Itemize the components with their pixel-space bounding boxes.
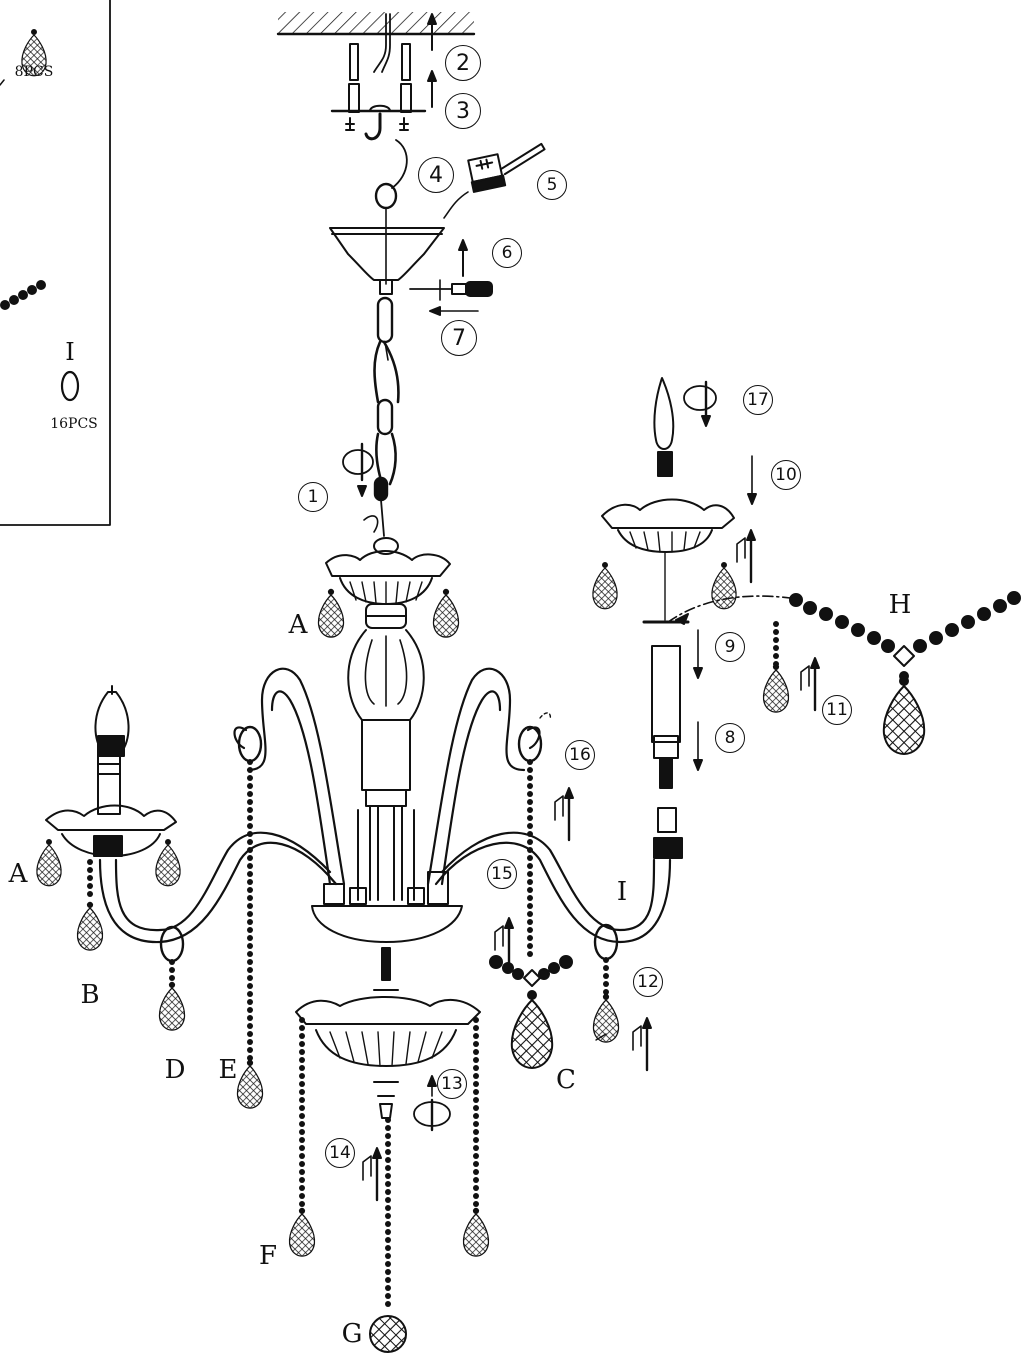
drop-i [592,993,620,1043]
ring-connector-icon [60,370,80,402]
label-c: C [556,1065,576,1095]
crown-bowl [325,537,451,629]
rotate-arrow-icon [342,442,374,497]
step-1: 1 [298,482,328,512]
label-g: G [341,1319,363,1349]
garland-h [789,591,1021,681]
label-a-left: A [8,859,28,889]
arms [98,667,672,944]
step-14: 14 [325,1138,355,1168]
bead-string-f [299,1017,305,1207]
step-17: 17 [743,385,773,415]
label-a-top: A [288,610,308,640]
step-2: 2 [445,45,481,81]
label-f: F [258,1241,278,1271]
bead-string-h [773,621,779,667]
drop-b [76,901,104,951]
lower-bowl [295,905,481,1119]
drop-f2 [462,1207,490,1257]
rotate-arrow-icon-17 [683,380,717,427]
step-16: 16 [565,740,595,770]
ceiling-hook [364,112,382,141]
step-5: 5 [537,170,567,200]
parts-panel [0,0,111,526]
drop-d [158,981,186,1031]
parts-quantity-16pcs: 16PCS [50,416,98,432]
drop-e [236,1059,264,1109]
bead-chain-icon [0,280,46,310]
step-12: 12 [633,967,663,997]
right-candle [601,377,791,859]
step-10: 10 [771,460,801,490]
rotate-arrow-icon-13 [413,1098,451,1132]
drop-h-small [762,663,790,713]
label-h: H [888,590,912,620]
ceiling [276,12,476,73]
garland-c [489,955,573,987]
ceiling-canopy [329,182,445,295]
bead-string-i [603,957,609,995]
wall-anchors [330,43,427,131]
step-3: 3 [445,93,481,129]
step-8: 8 [715,723,745,753]
step-15: 15 [487,859,517,889]
drop-f [288,1207,316,1257]
bead-string-e [247,759,253,1061]
bead-string-g [385,1117,391,1307]
terminal-block [467,142,546,193]
label-d: D [164,1055,186,1085]
bead-string-f2 [473,1017,479,1207]
bead-string-c [527,759,533,957]
bead-string-d [169,959,175,981]
step-9: 9 [715,632,745,662]
chain [373,296,400,537]
hook-path [391,139,408,189]
crystal-ball [369,1315,407,1353]
left-candle [45,685,177,857]
bead-string-b [87,859,93,897]
step-7: 7 [441,320,477,356]
parts-letter-i: I [65,338,75,366]
parts-quantity-8pcs: 8PCS [14,64,54,80]
label-e: E [218,1055,238,1085]
label-i: I [616,877,628,907]
label-b: B [80,980,100,1010]
center-column [347,629,425,901]
step-4: 4 [418,157,454,193]
step-13: 13 [437,1069,467,1099]
screwdriver-icon [409,279,493,301]
step-11: 11 [822,695,852,725]
step-6: 6 [492,238,522,268]
